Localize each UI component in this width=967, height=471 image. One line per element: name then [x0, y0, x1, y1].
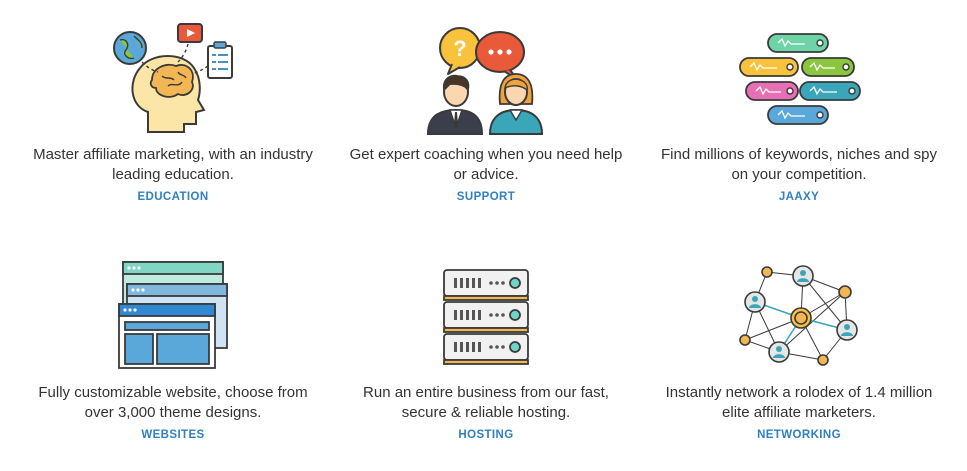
feature-description: Instantly network a rolodex of 1.4 milli…	[665, 384, 933, 421]
feature-link-jaaxy[interactable]: JAAXY	[778, 191, 820, 203]
keyword-tags-icon	[638, 32, 960, 128]
feature-description: Master affiliate marketing, with an indu…	[33, 146, 313, 183]
network-graph-icon	[638, 262, 960, 370]
server-stack-icon	[325, 268, 647, 368]
feature-link-support[interactable]: SUPPORT	[456, 191, 516, 203]
feature-link-websites[interactable]: WEBSITES	[141, 429, 205, 441]
feature-link-networking[interactable]: NETWORKING	[757, 429, 841, 441]
feature-link-hosting[interactable]: HOSTING	[458, 429, 514, 441]
feature-description: Run an entire business from our fast, se…	[363, 384, 609, 421]
feature-description: Find millions of keywords, niches and sp…	[661, 146, 937, 183]
feature-description: Get expert coaching when you need help o…	[349, 146, 623, 183]
brain-learning-icon	[12, 20, 334, 136]
coaching-chat-icon: ?	[325, 24, 647, 136]
website-windows-icon	[12, 260, 334, 372]
feature-link-education[interactable]: EDUCATION	[137, 191, 209, 203]
svg-text:?: ?	[453, 36, 466, 61]
feature-description: Fully customizable website, choose from …	[38, 384, 308, 421]
